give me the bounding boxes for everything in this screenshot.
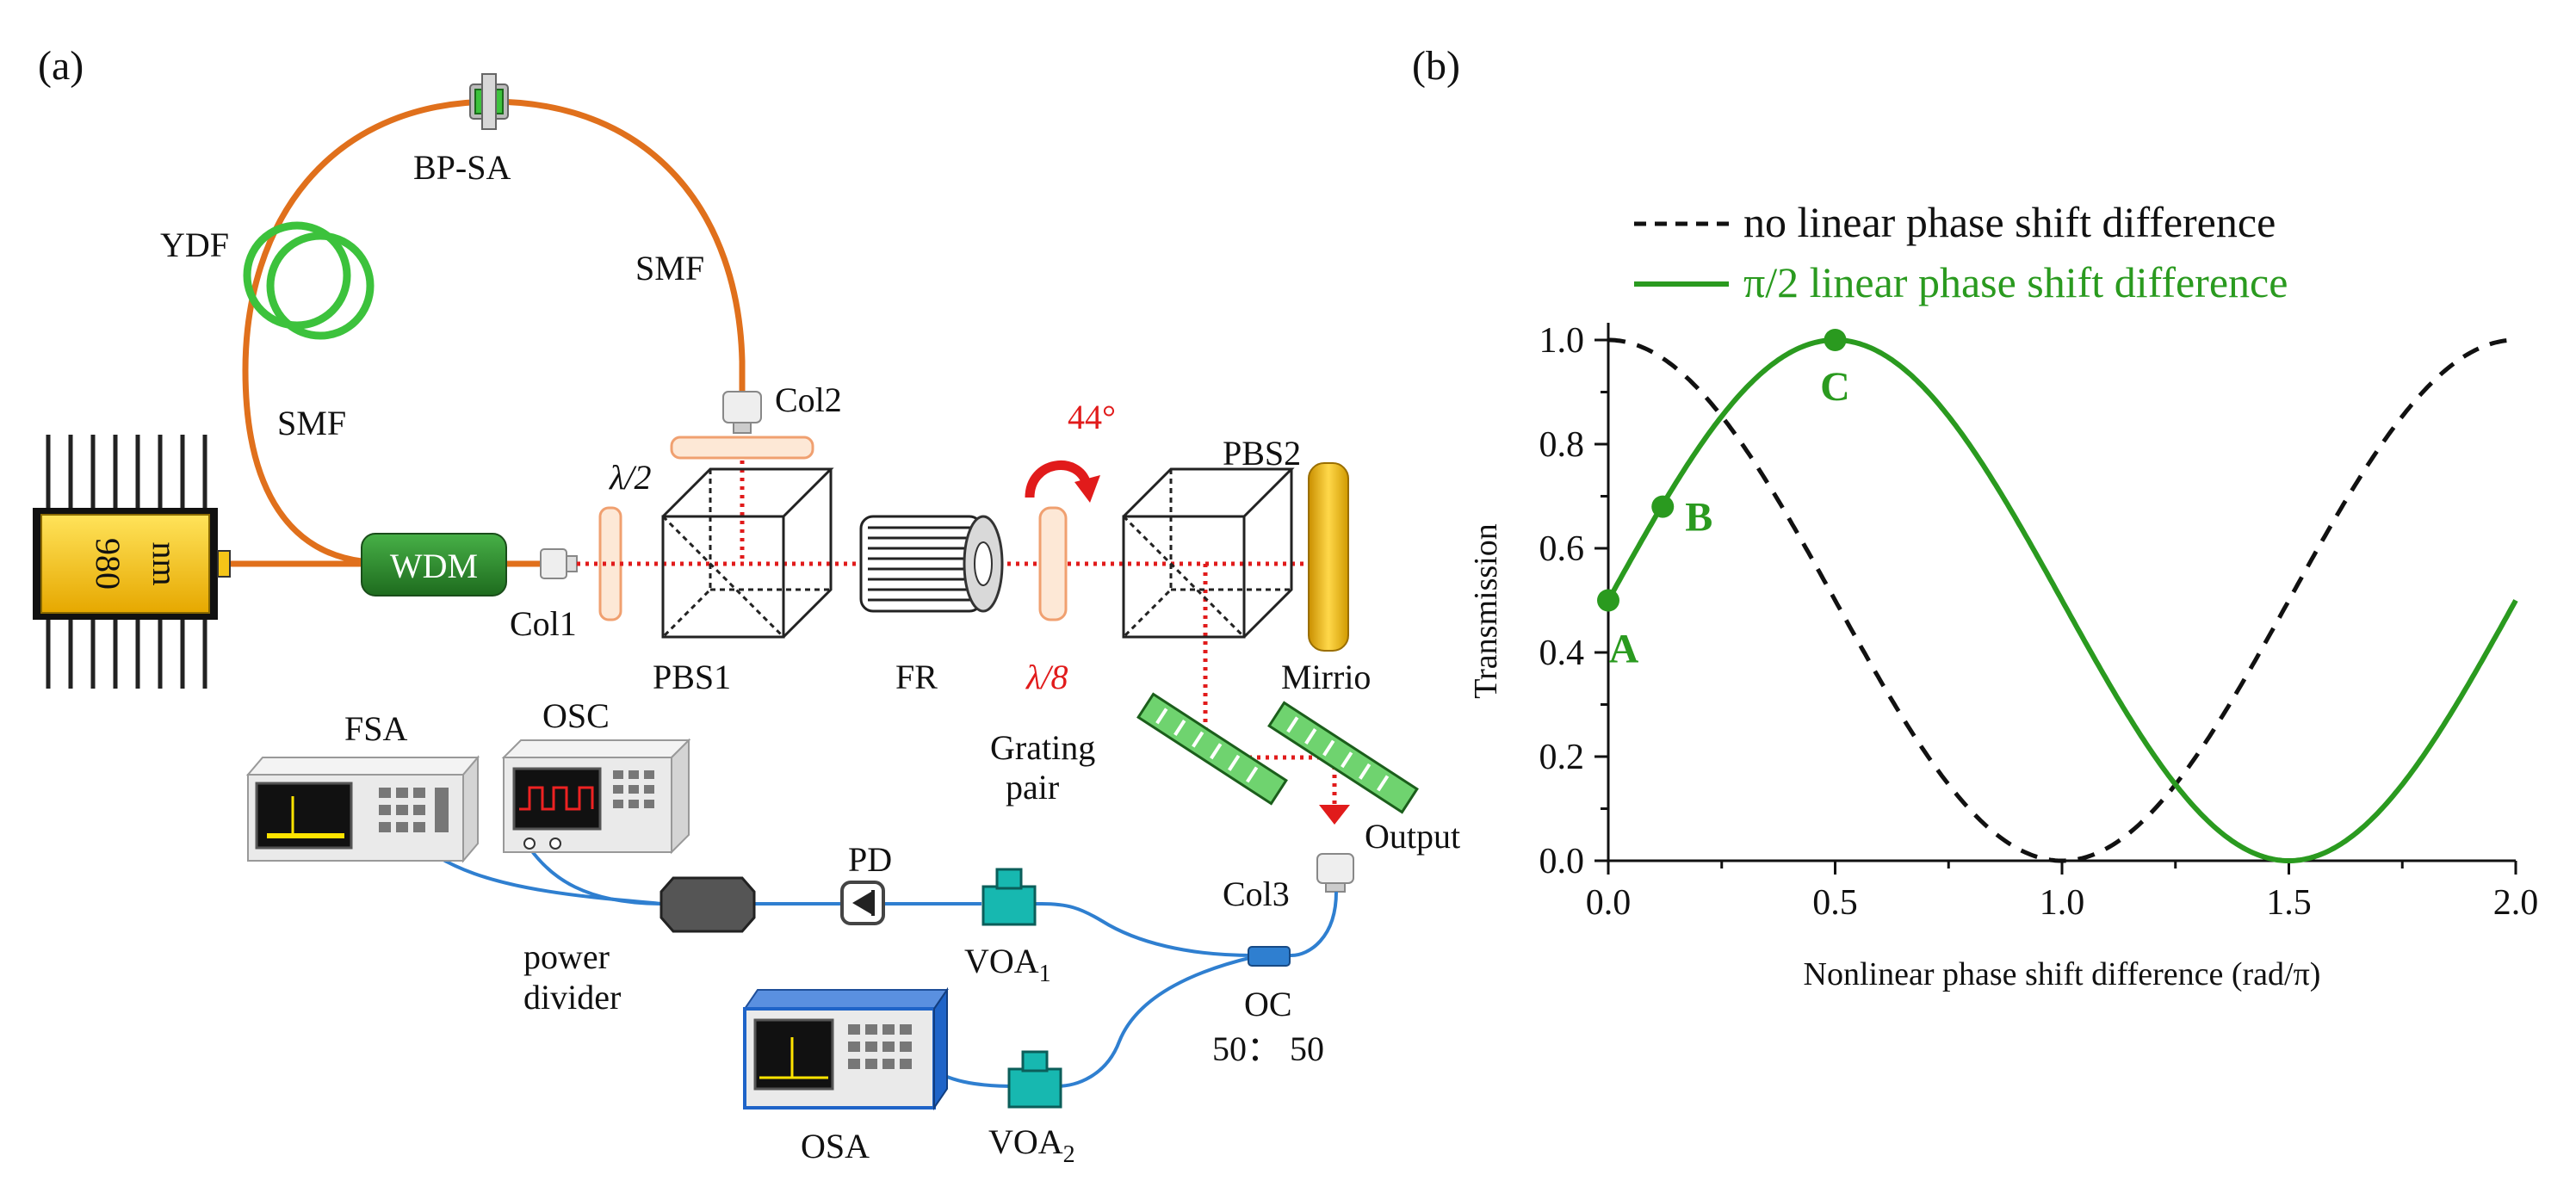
pbs2-icon	[1122, 467, 1295, 639]
mirror-label: Mirrio	[1281, 658, 1371, 696]
photodetector-icon	[840, 881, 885, 925]
y-tick-label: 0.8	[1539, 425, 1585, 465]
y-tick-label: 0.2	[1539, 738, 1585, 777]
ydf-label: YDF	[160, 226, 229, 264]
pump-laser-icon	[33, 435, 231, 689]
power-divider-label-2: divider	[523, 978, 621, 1017]
output-arrow-icon	[1319, 805, 1350, 825]
panel-a-label: (a)	[38, 43, 84, 89]
col3-label: Col3	[1223, 875, 1290, 913]
col1-icon	[540, 548, 578, 579]
pbs2-label: PBS2	[1223, 434, 1301, 473]
legend-label-series-2: π/2 linear phase shift difference	[1743, 258, 2288, 306]
col2-icon	[670, 391, 814, 460]
pbs1-label: PBS1	[653, 658, 731, 696]
eighth-wave-label: λ/8	[1025, 658, 1068, 696]
voa1-label: VOA1	[964, 942, 1051, 987]
output-label: Output	[1365, 817, 1460, 856]
panel-b: (b) no linear phase shift difference π/2…	[1412, 43, 2538, 992]
rotation-arrow-icon	[1025, 461, 1092, 498]
y-tick-label: 0.0	[1539, 842, 1585, 881]
col2-label: Col2	[775, 380, 842, 419]
power-divider-icon	[659, 876, 756, 933]
fsa-instrument-icon	[245, 755, 480, 863]
legend: no linear phase shift difference π/2 lin…	[1634, 198, 2288, 306]
smf-right-label: SMF	[635, 249, 704, 287]
angle-label: 44°	[1068, 398, 1116, 436]
grating-right-icon	[1267, 701, 1419, 814]
y-axis-label: Transmission	[1468, 523, 1504, 698]
grating-label-line2: pair	[1006, 768, 1059, 807]
rotation-arrowhead-icon	[1074, 475, 1100, 503]
point-label-C: C	[1820, 364, 1850, 410]
x-tick-label: 0.0	[1586, 883, 1632, 923]
panel-b-label: (b)	[1412, 43, 1460, 89]
mirror-icon	[1308, 462, 1349, 652]
osc-instrument-icon	[501, 738, 691, 855]
grating-label-line1: Grating	[990, 728, 1095, 767]
wdm-label: WDM	[390, 547, 478, 585]
y-tick-label: 0.6	[1539, 529, 1585, 569]
grating-left-icon	[1136, 692, 1288, 806]
y-tick-label: 1.0	[1539, 321, 1585, 361]
bp-sa-label: BP-SA	[413, 148, 511, 187]
fiber-loop	[242, 98, 746, 565]
oc-label: OC	[1244, 985, 1292, 1023]
osc-label: OSC	[542, 696, 610, 735]
voa2-icon	[1007, 1050, 1062, 1109]
voa2-label: VOA2	[988, 1122, 1075, 1168]
series-line-1	[1608, 337, 2516, 863]
series-line-2	[1606, 337, 2518, 863]
bp-sa-icon	[469, 73, 509, 130]
fsa-label: FSA	[344, 709, 407, 748]
point-C	[1824, 329, 1847, 351]
pump-label-980: 980	[89, 538, 127, 590]
col3-icon	[1316, 853, 1354, 893]
eighth-wave-plate-icon	[1038, 506, 1068, 621]
col1-label: Col1	[510, 604, 577, 643]
x-tick-label: 1.5	[2266, 883, 2312, 923]
smf-left-label: SMF	[277, 404, 346, 442]
osa-instrument-icon	[743, 986, 949, 1111]
point-label-B: B	[1685, 495, 1712, 541]
fr-label: FR	[895, 658, 938, 696]
half-wave-label: λ/2	[609, 458, 651, 497]
pd-label: PD	[848, 840, 892, 879]
x-tick-label: 2.0	[2493, 883, 2539, 923]
x-tick-label: 0.5	[1812, 883, 1858, 923]
point-A	[1597, 589, 1619, 612]
pbs1-icon	[661, 467, 834, 639]
point-label-A: A	[1609, 627, 1639, 672]
point-B	[1651, 495, 1675, 518]
oc-coupler-icon	[1248, 946, 1291, 967]
ydf-coil-icon	[243, 221, 375, 340]
wdm-icon	[361, 533, 507, 596]
panel-a: (a) BP-SA YDF SMF SMF	[33, 43, 1460, 1168]
faraday-rotator-icon	[859, 515, 1004, 613]
osa-label: OSA	[801, 1127, 870, 1165]
x-axis-label: Nonlinear phase shift difference (rad/π)	[1804, 956, 2321, 992]
pump-label-nm: nm	[146, 541, 184, 585]
signal-cables	[429, 846, 1338, 1088]
voa1-icon	[981, 868, 1037, 926]
oc-ratio-label: 50： 50	[1212, 1029, 1324, 1068]
legend-label-series-1: no linear phase shift difference	[1743, 198, 2276, 246]
power-divider-label-1: power	[523, 937, 610, 976]
y-tick-label: 0.4	[1539, 634, 1585, 673]
x-tick-label: 1.0	[2040, 883, 2085, 923]
